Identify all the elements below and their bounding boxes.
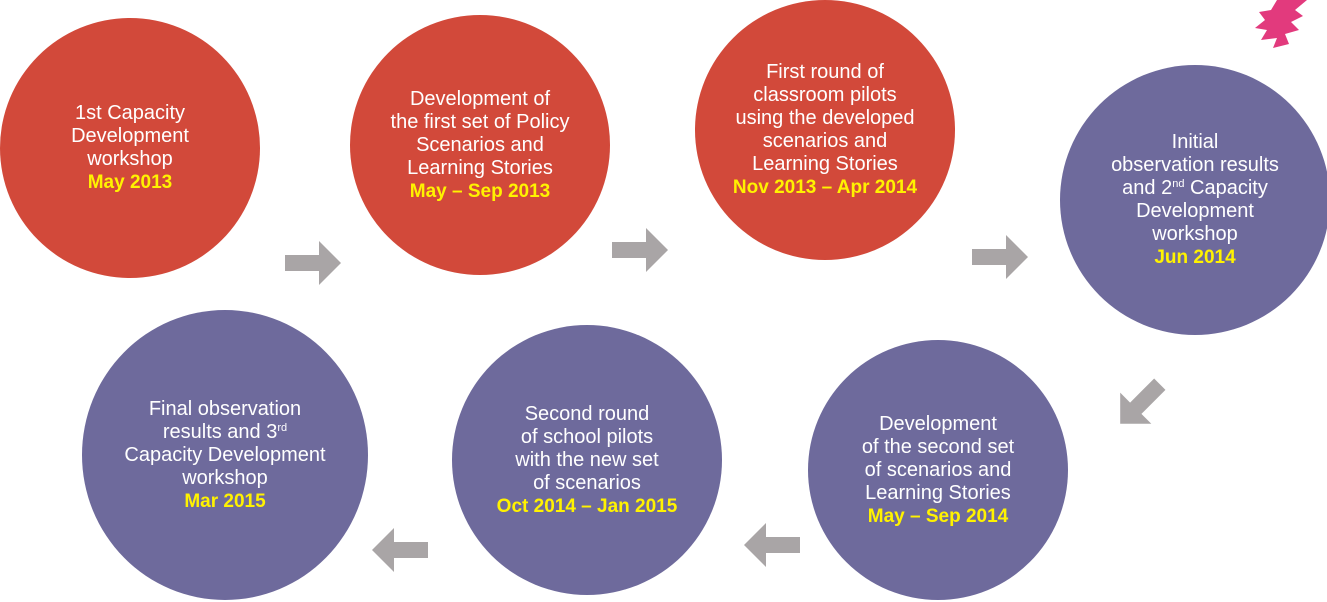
- arrow-right-icon: [972, 235, 1028, 279]
- step-date: Jun 2014: [1154, 247, 1236, 268]
- step-node-1: 1st Capacity Development workshop May 20…: [0, 18, 260, 278]
- arrow-right-icon: [285, 241, 341, 285]
- step-date: May 2013: [87, 172, 173, 193]
- arrow-right-icon: [612, 228, 668, 272]
- step-node-6: Second round of school pilots with the n…: [452, 325, 722, 595]
- corner-decoration-icon: [1255, 0, 1307, 48]
- step-date: Oct 2014 – Jan 2015: [496, 495, 678, 517]
- step-date: May – Sep 2013: [409, 180, 551, 202]
- step-date: May – Sep 2014: [867, 505, 1009, 527]
- arrow-down-left-icon: [1120, 378, 1166, 424]
- step-node-3: First round of classroom pilots using th…: [695, 0, 955, 260]
- arrow-left-icon: [744, 523, 800, 567]
- step-date: Nov 2013 – Apr 2014: [732, 177, 918, 198]
- step-date: Mar 2015: [184, 490, 266, 512]
- step-node-7: Final observation results and 3rd Capaci…: [82, 310, 368, 600]
- step-node-2: Development of the first set of Policy S…: [350, 15, 610, 275]
- step-node-4: Initial observation results and 2nd Capa…: [1060, 65, 1327, 335]
- step-node-5: Development of the second set of scenari…: [808, 340, 1068, 600]
- arrow-left-icon: [372, 528, 428, 572]
